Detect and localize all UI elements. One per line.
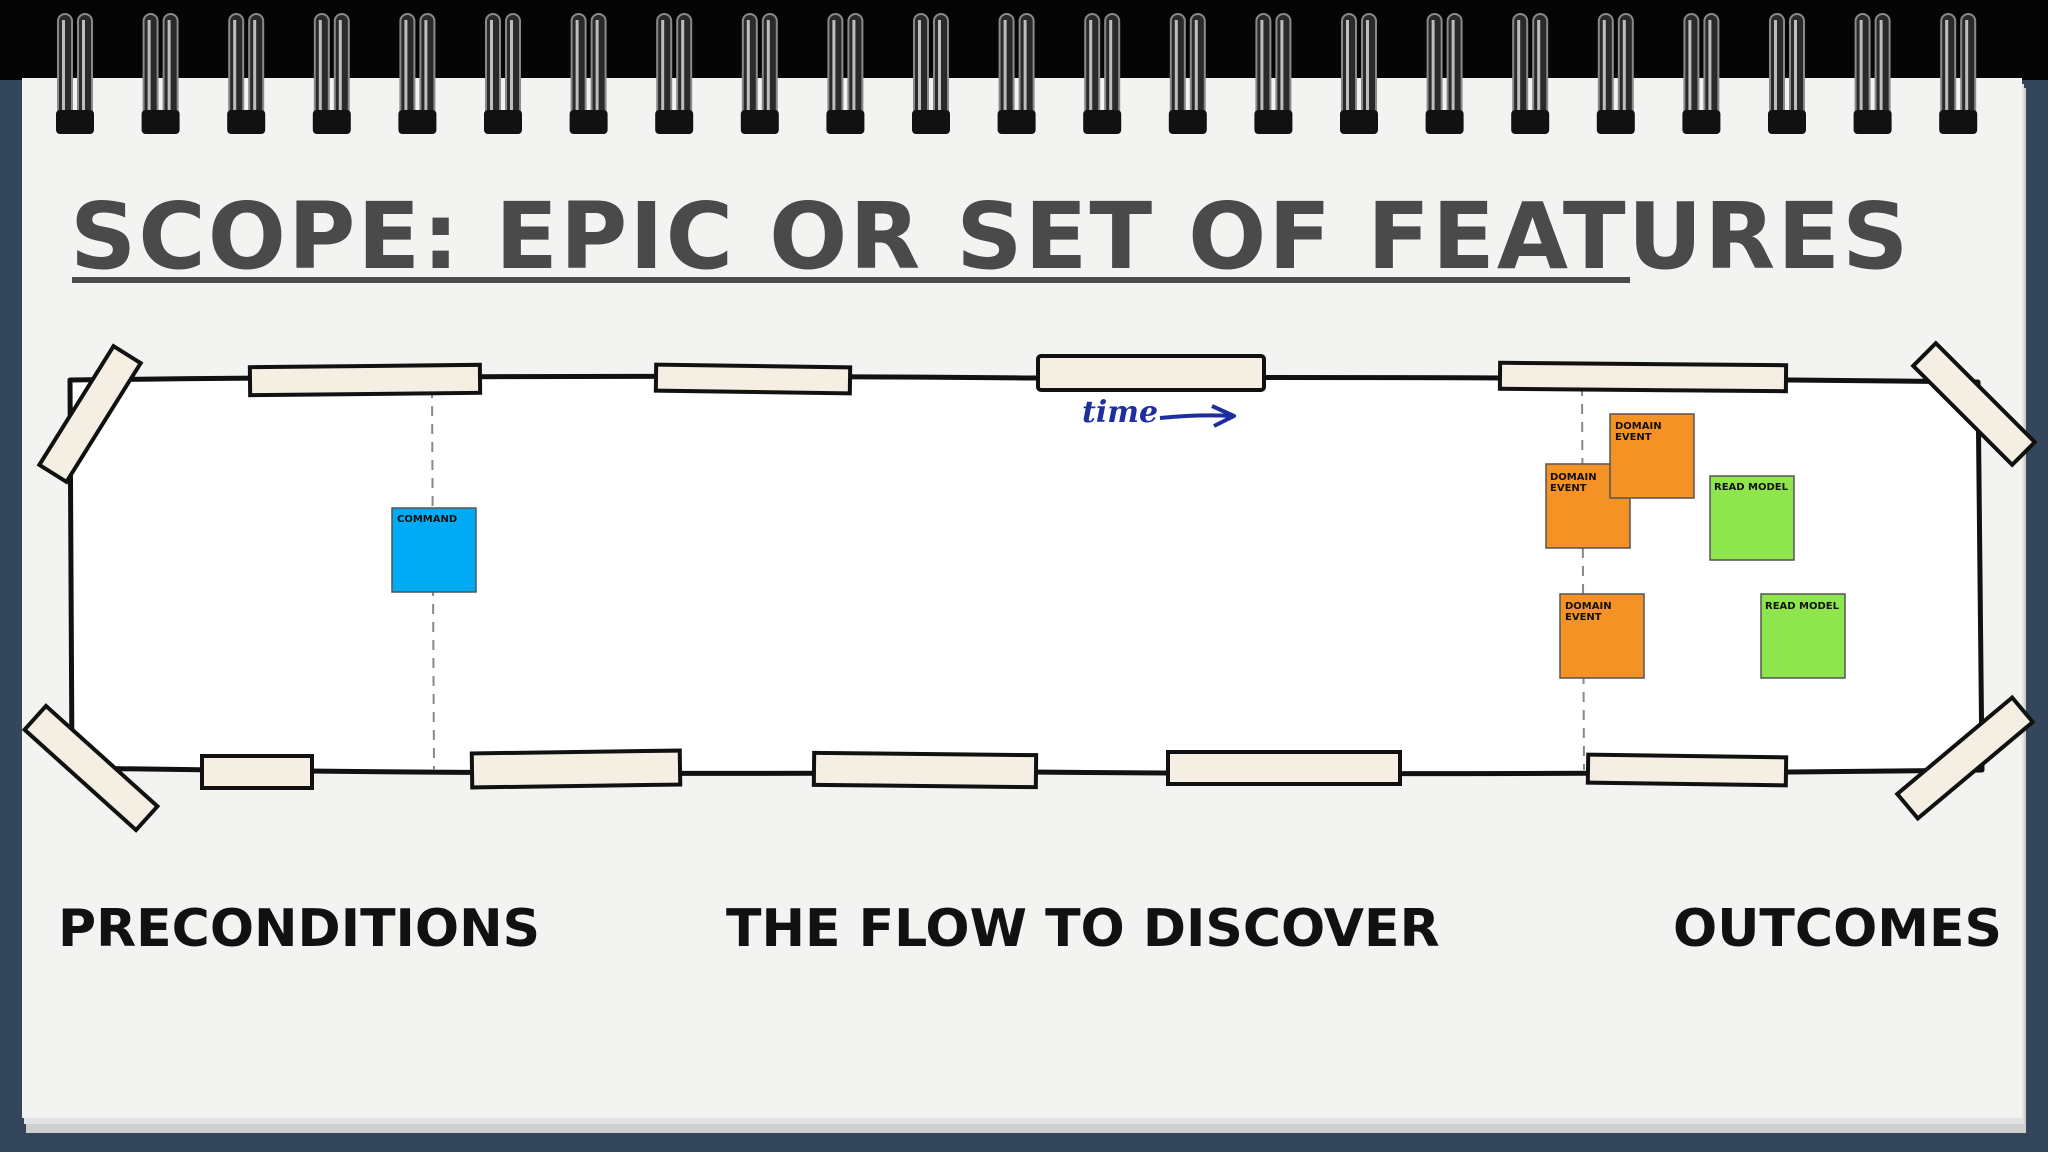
domain-event-label: DOMAIN (1615, 421, 1662, 432)
tape-strip (1166, 750, 1402, 786)
spiral-ring (655, 13, 694, 134)
section-label-flow: THE FLOW TO DISCOVER (726, 899, 1440, 959)
domain-event-label: DOMAIN (1565, 601, 1612, 612)
spiral-ring (569, 13, 608, 134)
domain-event-label: EVENT (1550, 483, 1587, 494)
spiral-ring (1682, 13, 1721, 134)
domain-event-label: DOMAIN (1550, 472, 1597, 483)
domain-event-label: EVENT (1615, 432, 1652, 443)
tape-strip (653, 362, 853, 396)
read-model-sticky[interactable]: READ MODEL (1709, 475, 1795, 561)
tape-strip (1497, 360, 1789, 394)
time-label: time (1082, 395, 1158, 430)
spiral-ring (1853, 13, 1892, 134)
left-separator (431, 387, 435, 771)
spiral-ring (227, 13, 266, 134)
tape-strip (200, 754, 314, 790)
spiral-ring (1939, 13, 1978, 134)
corner-tape (1910, 340, 2038, 468)
tape-strip (1036, 354, 1266, 392)
spiral-ring (1168, 13, 1207, 134)
spiral-ring (997, 13, 1036, 134)
spiral-ring (484, 13, 522, 134)
corner-tape (21, 703, 161, 833)
spiral-ring (1083, 13, 1122, 134)
tape-strip (247, 362, 483, 398)
spiral-ring (1511, 13, 1550, 134)
corner-tape (36, 343, 144, 485)
domain-event-sticky[interactable]: DOMAIN EVENT (1559, 593, 1645, 679)
section-label-preconditions: PRECONDITIONS (58, 899, 540, 959)
corner-tape (1894, 694, 2036, 822)
spiral-ring (141, 13, 180, 134)
spiral-ring (1768, 13, 1806, 134)
tape-strip (811, 750, 1039, 790)
spiral-ring (398, 13, 437, 134)
read-model-sticky[interactable]: READ MODEL (1760, 593, 1846, 679)
spiral-binding (56, 13, 1978, 134)
spiral-ring (826, 13, 865, 134)
spiral-ring (56, 13, 94, 134)
read-model-label: READ MODEL (1765, 601, 1840, 612)
spiral-ring (740, 13, 779, 134)
spiral-ring (1425, 13, 1464, 134)
slide-title: SCOPE: EPIC OR SET OF FEATURES (70, 183, 1910, 290)
spiral-ring (1596, 13, 1635, 134)
read-model-label: READ MODEL (1714, 482, 1789, 493)
section-label-outcomes: OUTCOMES (1673, 899, 2002, 959)
modeling-board (67, 373, 1985, 777)
domain-event-label: EVENT (1565, 612, 1602, 623)
command-sticky-label: COMMAND (397, 514, 457, 525)
tape-strip (469, 748, 683, 790)
time-arrow-icon (1159, 413, 1233, 420)
domain-event-sticky[interactable]: DOMAIN EVENT (1609, 413, 1695, 499)
spiral-ring (312, 13, 351, 134)
command-sticky[interactable]: COMMAND (391, 507, 477, 593)
spiral-ring (912, 13, 950, 134)
spiral-ring (1254, 13, 1293, 134)
spiral-ring (1340, 13, 1378, 134)
tape-strip (1585, 752, 1789, 788)
